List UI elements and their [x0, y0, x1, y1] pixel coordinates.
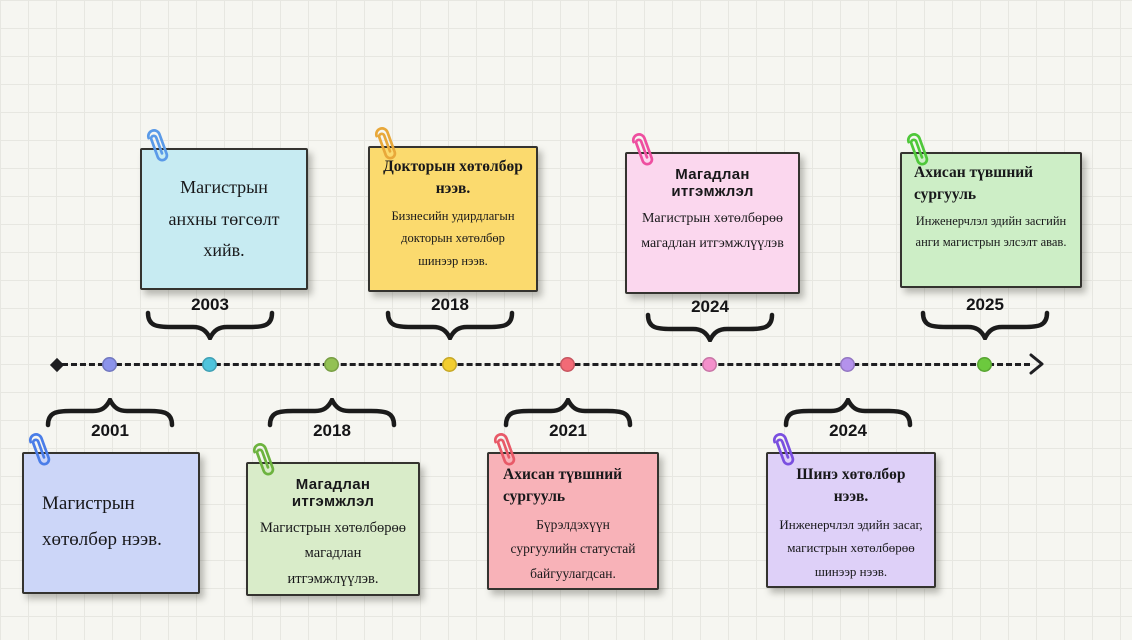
brace-down-icon	[145, 310, 275, 340]
note-title: Докторын хөтөлбөр нээв.	[383, 158, 523, 198]
timeline-arrow-icon	[1028, 353, 1046, 380]
timeline-dot-2024-bottom	[840, 357, 855, 372]
note-2003: Магистрын анхны төгсөлт хийв.	[140, 129, 308, 290]
paperclip-icon	[763, 424, 805, 481]
note-body: Магистрын хөтөлбөрөө магадлан итгэмжлүүл…	[259, 520, 407, 587]
timeline-dot-2018-bottom	[324, 357, 339, 372]
paperclip-icon	[484, 424, 526, 481]
brace-up-icon	[503, 398, 633, 428]
note-2024-top: Магадлан итгэмжлэл Магистрын хөтөлбөрөө …	[625, 133, 800, 294]
timeline-dashed-line	[62, 363, 1030, 366]
brace-up-icon	[45, 398, 175, 428]
year-label: 2024	[691, 297, 729, 316]
note-body: Бизнесийн удирдлагын докторын хөтөлбөр ш…	[391, 208, 515, 268]
note-2001: Магистрын хөтөлбөр нээв.	[22, 433, 200, 594]
year-label: 2018	[313, 421, 351, 440]
brace-up-icon	[783, 398, 913, 428]
note-title: Ахисан түвшний сургууль	[914, 164, 1034, 204]
year-label: 2001	[91, 421, 129, 440]
year-group-2021: 2021	[503, 398, 633, 441]
timeline-dot-2024-top	[702, 357, 717, 372]
paperclip-icon	[622, 124, 664, 181]
note-title: Магадлан итгэмжлэл	[671, 166, 754, 200]
brace-up-icon	[267, 398, 397, 428]
paperclip-icon	[243, 434, 285, 491]
brace-down-icon	[385, 310, 515, 340]
timeline-dot-2001	[102, 357, 117, 372]
year-group-2025: 2025	[920, 295, 1050, 340]
timeline-dot-2003	[202, 357, 217, 372]
note-body: Магистрын хөтөлбөрөө магадлан итгэмжлүүл…	[641, 211, 784, 252]
paperclip-icon	[365, 118, 407, 175]
year-group-2018-top: 2018	[385, 295, 515, 340]
note-title: Магадлан итгэмжлэл	[291, 476, 375, 510]
note-2024-bottom: Шинэ хөтөлбөр нээв. Инженерчлэл эдийн за…	[766, 433, 936, 588]
year-label: 2021	[549, 421, 587, 440]
note-title: Ахисан түвшний сургууль	[503, 466, 623, 506]
timeline-dot-2018-top	[442, 357, 457, 372]
year-group-2001: 2001	[45, 398, 175, 441]
note-2018-bottom: Магадлан итгэмжлэл Магистрын хөтөлбөрөө …	[246, 443, 420, 596]
note-2021: Ахисан түвшний сургууль Бүрэлдэхүүн сург…	[487, 433, 659, 590]
note-body: Магистрын хөтөлбөр нээв.	[42, 493, 162, 551]
year-label: 2025	[966, 295, 1004, 314]
brace-down-icon	[645, 312, 775, 342]
note-body: Бүрэлдэхүүн сургуулийн статустай байгуул…	[510, 516, 636, 581]
timeline-dot-2021	[560, 357, 575, 372]
note-body: Инженерчлэл эдийн засаг, магистрын хөтөл…	[779, 516, 923, 579]
note-2018-top: Докторын хөтөлбөр нээв. Бизнесийн удирдл…	[368, 127, 538, 292]
year-label: 2024	[829, 421, 867, 440]
note-title: Шинэ хөтөлбөр нээв.	[796, 466, 906, 506]
note-2025: Ахисан түвшний сургууль Инженерчлэл эдий…	[900, 133, 1082, 288]
year-group-2024-bottom: 2024	[783, 398, 913, 441]
note-body: Инженерчлэл эдийн засгийн анги магистрын…	[915, 213, 1067, 250]
year-group-2018-bottom: 2018	[267, 398, 397, 441]
note-body: Магистрын анхны төгсөлт хийв.	[168, 177, 280, 260]
paperclip-icon	[137, 120, 179, 177]
timeline-dot-2025	[977, 357, 992, 372]
year-label: 2003	[191, 295, 229, 314]
brace-down-icon	[920, 310, 1050, 340]
year-group-2024-top: 2024	[645, 297, 775, 342]
year-label: 2018	[431, 295, 469, 314]
year-group-2003: 2003	[145, 295, 275, 340]
paperclip-icon	[19, 424, 61, 481]
paperclip-icon	[897, 124, 939, 181]
